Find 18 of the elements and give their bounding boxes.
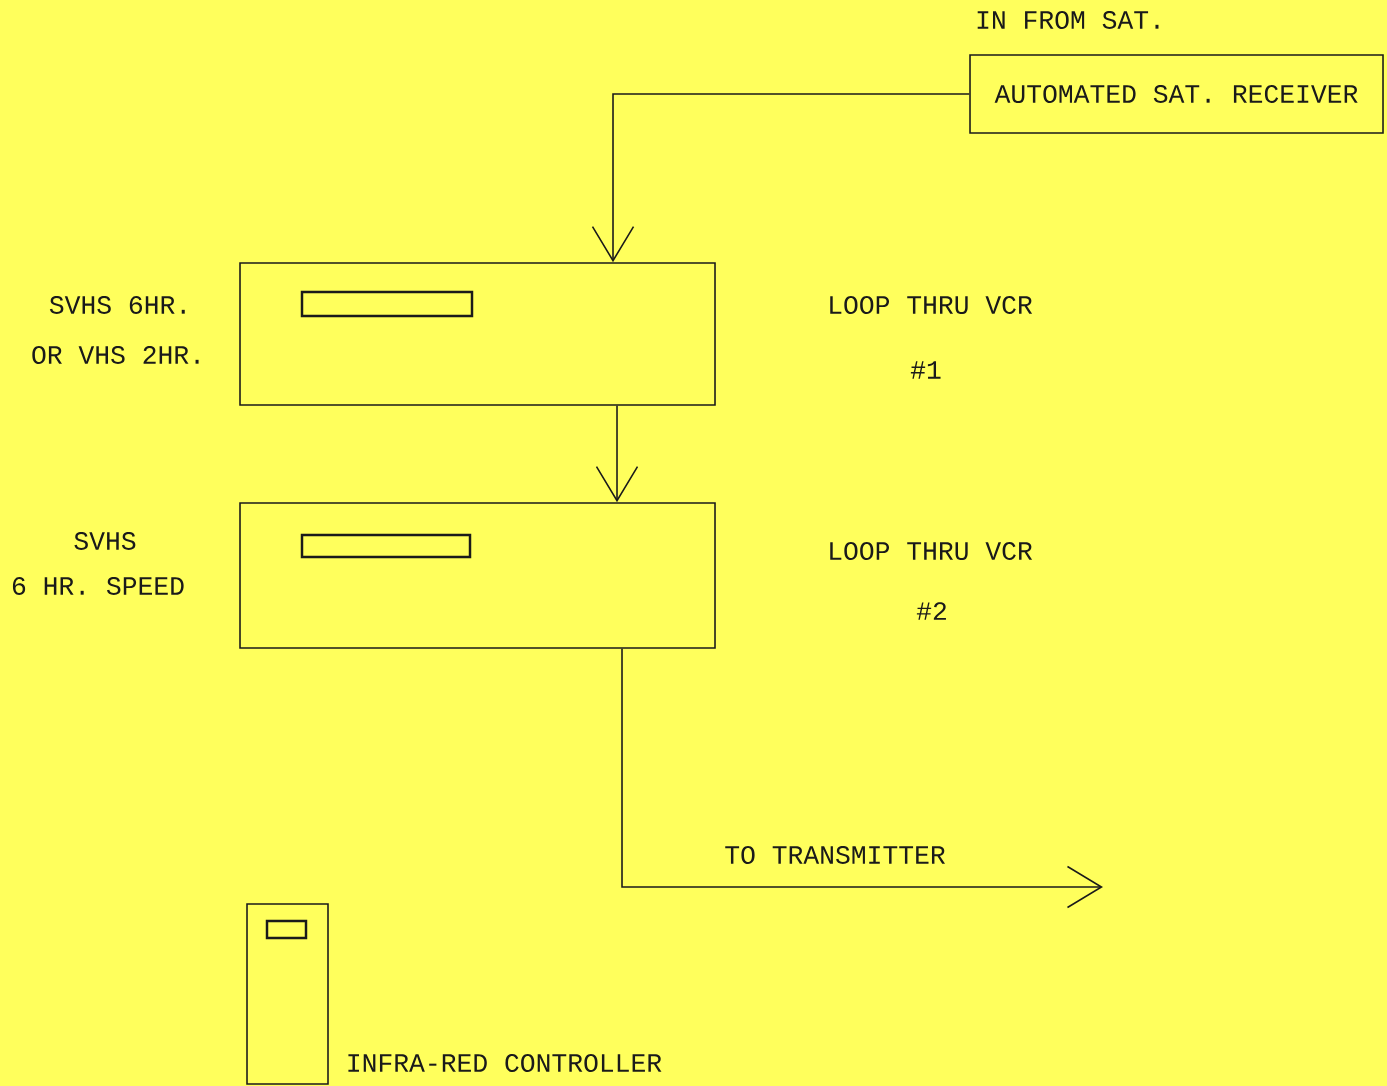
node-caption: OR VHS 2HR. [32, 346, 199, 364]
arrow [595, 405, 639, 503]
node-caption: IN FROM SAT. [977, 11, 1159, 29]
arrow [591, 93, 970, 263]
vcr-drawing [239, 262, 716, 406]
node-caption: LOOP THRU VCR [830, 542, 1033, 560]
node-caption: SVHS [74, 532, 136, 550]
node-caption: INFRA-RED CONTROLLER [348, 1054, 662, 1072]
arrow [621, 648, 1103, 909]
receiver-box: AUTOMATED SAT. RECEIVER [969, 54, 1384, 134]
controller-drawing [246, 903, 329, 1085]
node-caption: SVHS 6HR. [49, 296, 185, 314]
edge-label: TO TRANSMITTER [722, 844, 948, 866]
node-caption: LOOP THRU VCR [830, 296, 1033, 314]
vcr-drawing [239, 502, 716, 649]
node-caption: 6 HR. SPEED [12, 577, 184, 595]
node-caption: #2 [916, 602, 946, 620]
node-caption: #1 [910, 361, 941, 379]
